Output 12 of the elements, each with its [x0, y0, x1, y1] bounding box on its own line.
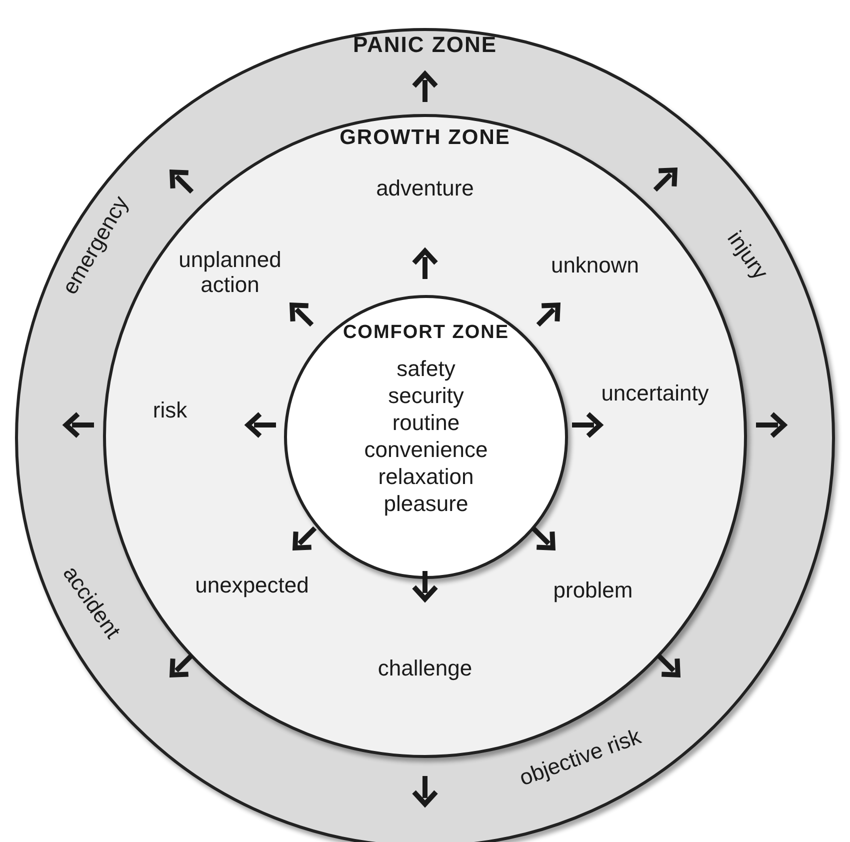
zone-word: adventure [376, 176, 474, 200]
zone-word: unknown [550, 252, 640, 278]
zone-description: safety security routine convenience relaxation pleasure [364, 355, 488, 517]
zone-title: COMFORT ZONE [342, 322, 510, 344]
zone-word: risk [152, 398, 188, 422]
zone-word: problem [553, 578, 633, 602]
zone-title: GROWTH ZONE [340, 126, 510, 150]
zone-word: unplanned action [178, 247, 282, 297]
zone-word: challenge [378, 656, 472, 680]
zone-title: PANIC ZONE [352, 32, 498, 58]
zone-word: uncertainty [601, 380, 709, 406]
zone-word: unexpected [195, 572, 309, 598]
